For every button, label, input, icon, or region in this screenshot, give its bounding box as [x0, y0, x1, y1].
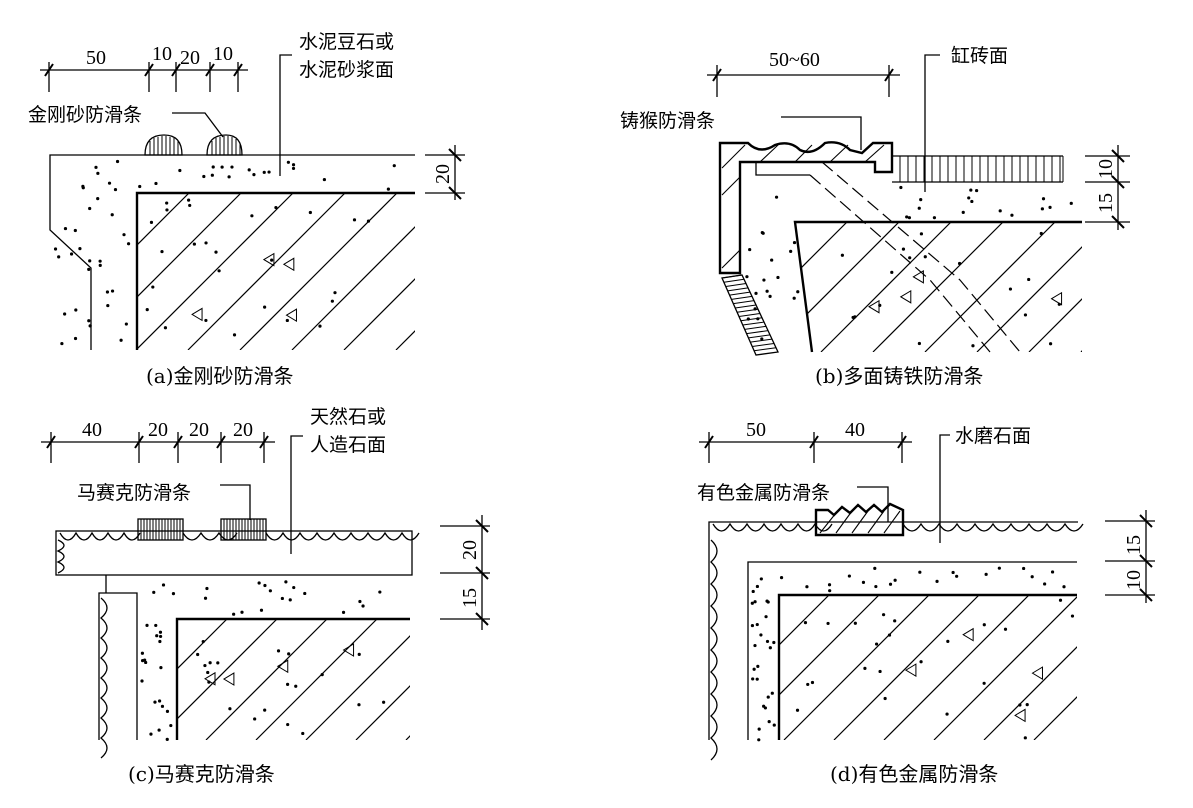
carborundum-strips [144, 134, 243, 156]
stone-finish-texture [99, 597, 108, 759]
cast-iron-nosing [718, 141, 894, 275]
concrete-hatch [779, 595, 1077, 740]
aggregate-dots [53, 159, 396, 346]
side-dim-b-1: 15 [1095, 193, 1117, 213]
surface-label-c-2: 人造石面 [310, 434, 386, 456]
clay-tile [721, 155, 1064, 356]
side-dimension-c: 20 15 [440, 515, 490, 630]
dim-c-2: 20 [189, 419, 209, 441]
strip-label-c: 马赛克防滑条 [77, 482, 191, 504]
side-dim-c-0: 20 [459, 540, 481, 560]
dim-a-1: 10 [152, 43, 172, 65]
panel-d: 50 40 有色金属防滑条 水磨石面 15 10 (d)有色 [697, 419, 1155, 786]
panel-a: 50 10 20 10 金刚砂防滑条 水泥豆石或 水泥砂浆面 [28, 31, 465, 388]
dim-a-2: 20 [180, 47, 200, 69]
nonferrous-metal-strip [814, 502, 905, 537]
caption-d: (d)有色金属防滑条 [830, 762, 998, 786]
caption-c: (c)马赛克防滑条 [128, 762, 275, 786]
dim-c-3: 20 [233, 419, 253, 441]
dim-a-3: 10 [213, 43, 233, 65]
dim-c-0: 40 [82, 419, 102, 441]
panel-b: 50~60 铸猴防滑条 缸砖面 [620, 45, 1130, 388]
side-dim-d-0: 15 [1123, 535, 1145, 555]
side-dim-b-0: 10 [1095, 159, 1117, 179]
surface-label-a-1: 水泥豆石或 [299, 31, 394, 53]
stone-finish-texture [710, 522, 1084, 761]
aggregate-dots [140, 580, 386, 742]
concrete-hatch [795, 222, 1082, 352]
side-dimension-a: 20 [425, 145, 465, 200]
dim-d-0: 50 [746, 419, 766, 441]
mosaic-strips [137, 518, 267, 541]
caption-b: (b)多面铸铁防滑条 [815, 364, 983, 388]
top-dimension-a: 50 10 20 10 [40, 43, 248, 92]
caption-a: (a)金刚砂防滑条 [146, 364, 294, 388]
dim-a-0: 50 [86, 47, 106, 69]
surface-label-a-2: 水泥砂浆面 [299, 59, 394, 81]
side-dim-a-0: 20 [432, 164, 454, 184]
top-dimension-d: 50 40 [699, 419, 912, 463]
top-dimension-c: 40 20 20 20 [41, 419, 275, 463]
aggregate-dots [745, 185, 1073, 348]
aggregate-dots [750, 566, 1075, 742]
dim-b-0: 50~60 [769, 49, 820, 71]
concrete-hatch [137, 193, 415, 350]
dim-c-1: 20 [148, 419, 168, 441]
side-dim-d-1: 10 [1123, 570, 1145, 590]
dim-d-1: 40 [845, 419, 865, 441]
top-dimension-b: 50~60 [707, 49, 900, 97]
strip-label-a: 金刚砂防滑条 [28, 104, 142, 126]
side-dimension-b: 10 15 [1085, 145, 1130, 230]
strip-label-d: 有色金属防滑条 [697, 482, 830, 504]
side-dimension-d: 15 10 [1105, 510, 1155, 603]
side-dim-c-1: 15 [459, 588, 481, 608]
surface-label-b: 缸砖面 [951, 45, 1008, 67]
concrete-hatch [177, 619, 410, 740]
strip-label-b: 铸猴防滑条 [620, 110, 715, 132]
surface-label-c-1: 天然石或 [310, 406, 386, 428]
panel-c: 40 20 20 20 马赛克防滑条 天然石或 人造石面 20 [41, 406, 490, 786]
stone-finish-texture [56, 531, 420, 574]
surface-label-d: 水磨石面 [955, 425, 1031, 447]
